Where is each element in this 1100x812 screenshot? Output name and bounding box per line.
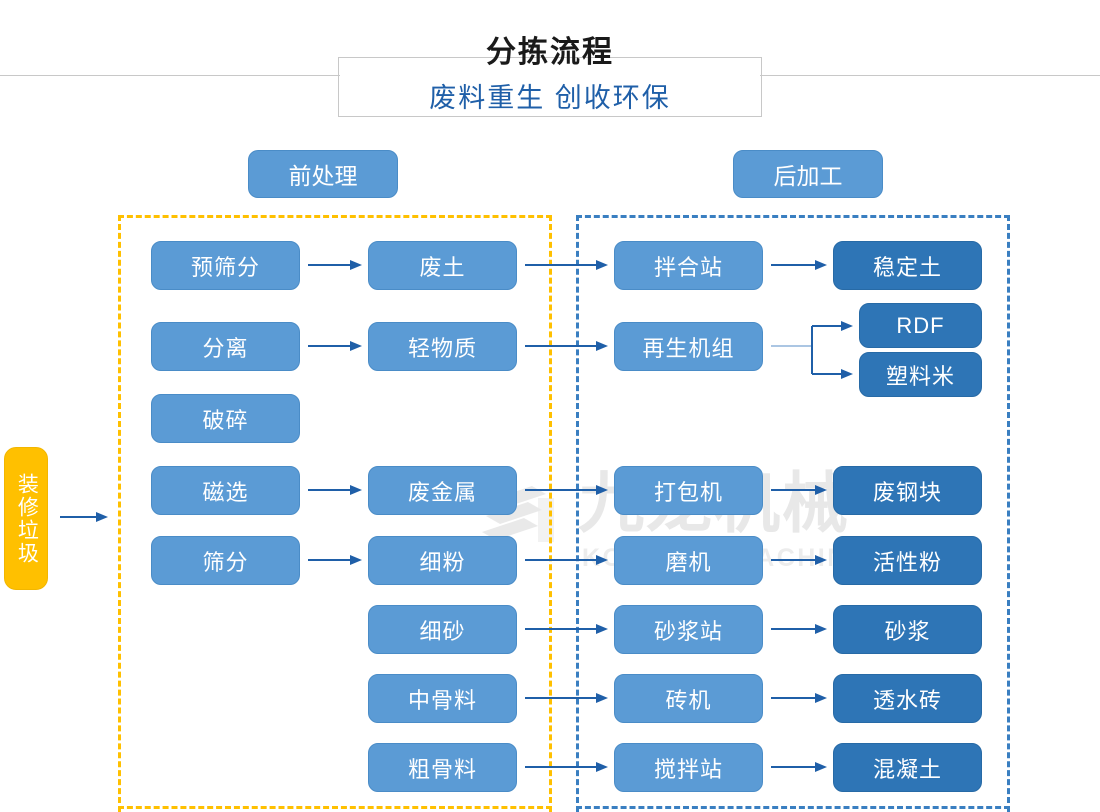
pre-op-box-2[interactable]: 分离 <box>151 322 300 371</box>
header-frame <box>338 57 762 117</box>
page-title: 分拣流程 <box>486 36 614 69</box>
pre-output-box-3[interactable]: 废金属 <box>368 466 517 515</box>
post-machine-box-6[interactable]: 砖机 <box>614 674 763 723</box>
pre-output-box-5[interactable]: 细砂 <box>368 605 517 654</box>
pre-op-box-3[interactable]: 破碎 <box>151 394 300 443</box>
pre-process-zone <box>118 215 552 812</box>
post-product-box-6[interactable]: 砂浆 <box>833 605 982 654</box>
header-rule-left <box>0 75 340 76</box>
post-product-box-4[interactable]: 废钢块 <box>833 466 982 515</box>
pre-op-box-5[interactable]: 筛分 <box>151 536 300 585</box>
post-process-zone-bottom-edge <box>576 806 1010 809</box>
post-machine-box-5[interactable]: 砂浆站 <box>614 605 763 654</box>
post-product-box-5[interactable]: 活性粉 <box>833 536 982 585</box>
post-product-box-3[interactable]: 塑料米 <box>859 352 982 397</box>
section-header-pre-process[interactable]: 前处理 <box>248 150 398 198</box>
pre-process-zone-bottom-edge <box>118 806 552 809</box>
post-machine-box-1[interactable]: 拌合站 <box>614 241 763 290</box>
post-machine-box-4[interactable]: 磨机 <box>614 536 763 585</box>
pre-output-box-7[interactable]: 粗骨料 <box>368 743 517 792</box>
page-header: 分拣流程 废料重生 创收环保 <box>0 0 1100 132</box>
post-process-zone <box>576 215 1010 812</box>
post-product-box-8[interactable]: 混凝土 <box>833 743 982 792</box>
page-subtitle: 废料重生 创收环保 <box>429 83 671 113</box>
pre-output-box-1[interactable]: 废土 <box>368 241 517 290</box>
post-machine-box-7[interactable]: 搅拌站 <box>614 743 763 792</box>
header-rule-right <box>760 75 1100 76</box>
pre-op-box-4[interactable]: 磁选 <box>151 466 300 515</box>
post-product-box-1[interactable]: 稳定土 <box>833 241 982 290</box>
post-machine-box-3[interactable]: 打包机 <box>614 466 763 515</box>
section-header-post-process[interactable]: 后加工 <box>733 150 883 198</box>
pre-op-box-1[interactable]: 预筛分 <box>151 241 300 290</box>
pre-output-box-4[interactable]: 细粉 <box>368 536 517 585</box>
input-node-renovation-waste[interactable]: 装修垃圾 <box>4 447 48 590</box>
pre-output-box-2[interactable]: 轻物质 <box>368 322 517 371</box>
arrow-input-to-pre <box>60 512 108 522</box>
post-product-box-2[interactable]: RDF <box>859 303 982 348</box>
input-node-label: 装修垃圾 <box>15 472 39 565</box>
post-machine-box-2[interactable]: 再生机组 <box>614 322 763 371</box>
pre-output-box-6[interactable]: 中骨料 <box>368 674 517 723</box>
post-product-box-7[interactable]: 透水砖 <box>833 674 982 723</box>
